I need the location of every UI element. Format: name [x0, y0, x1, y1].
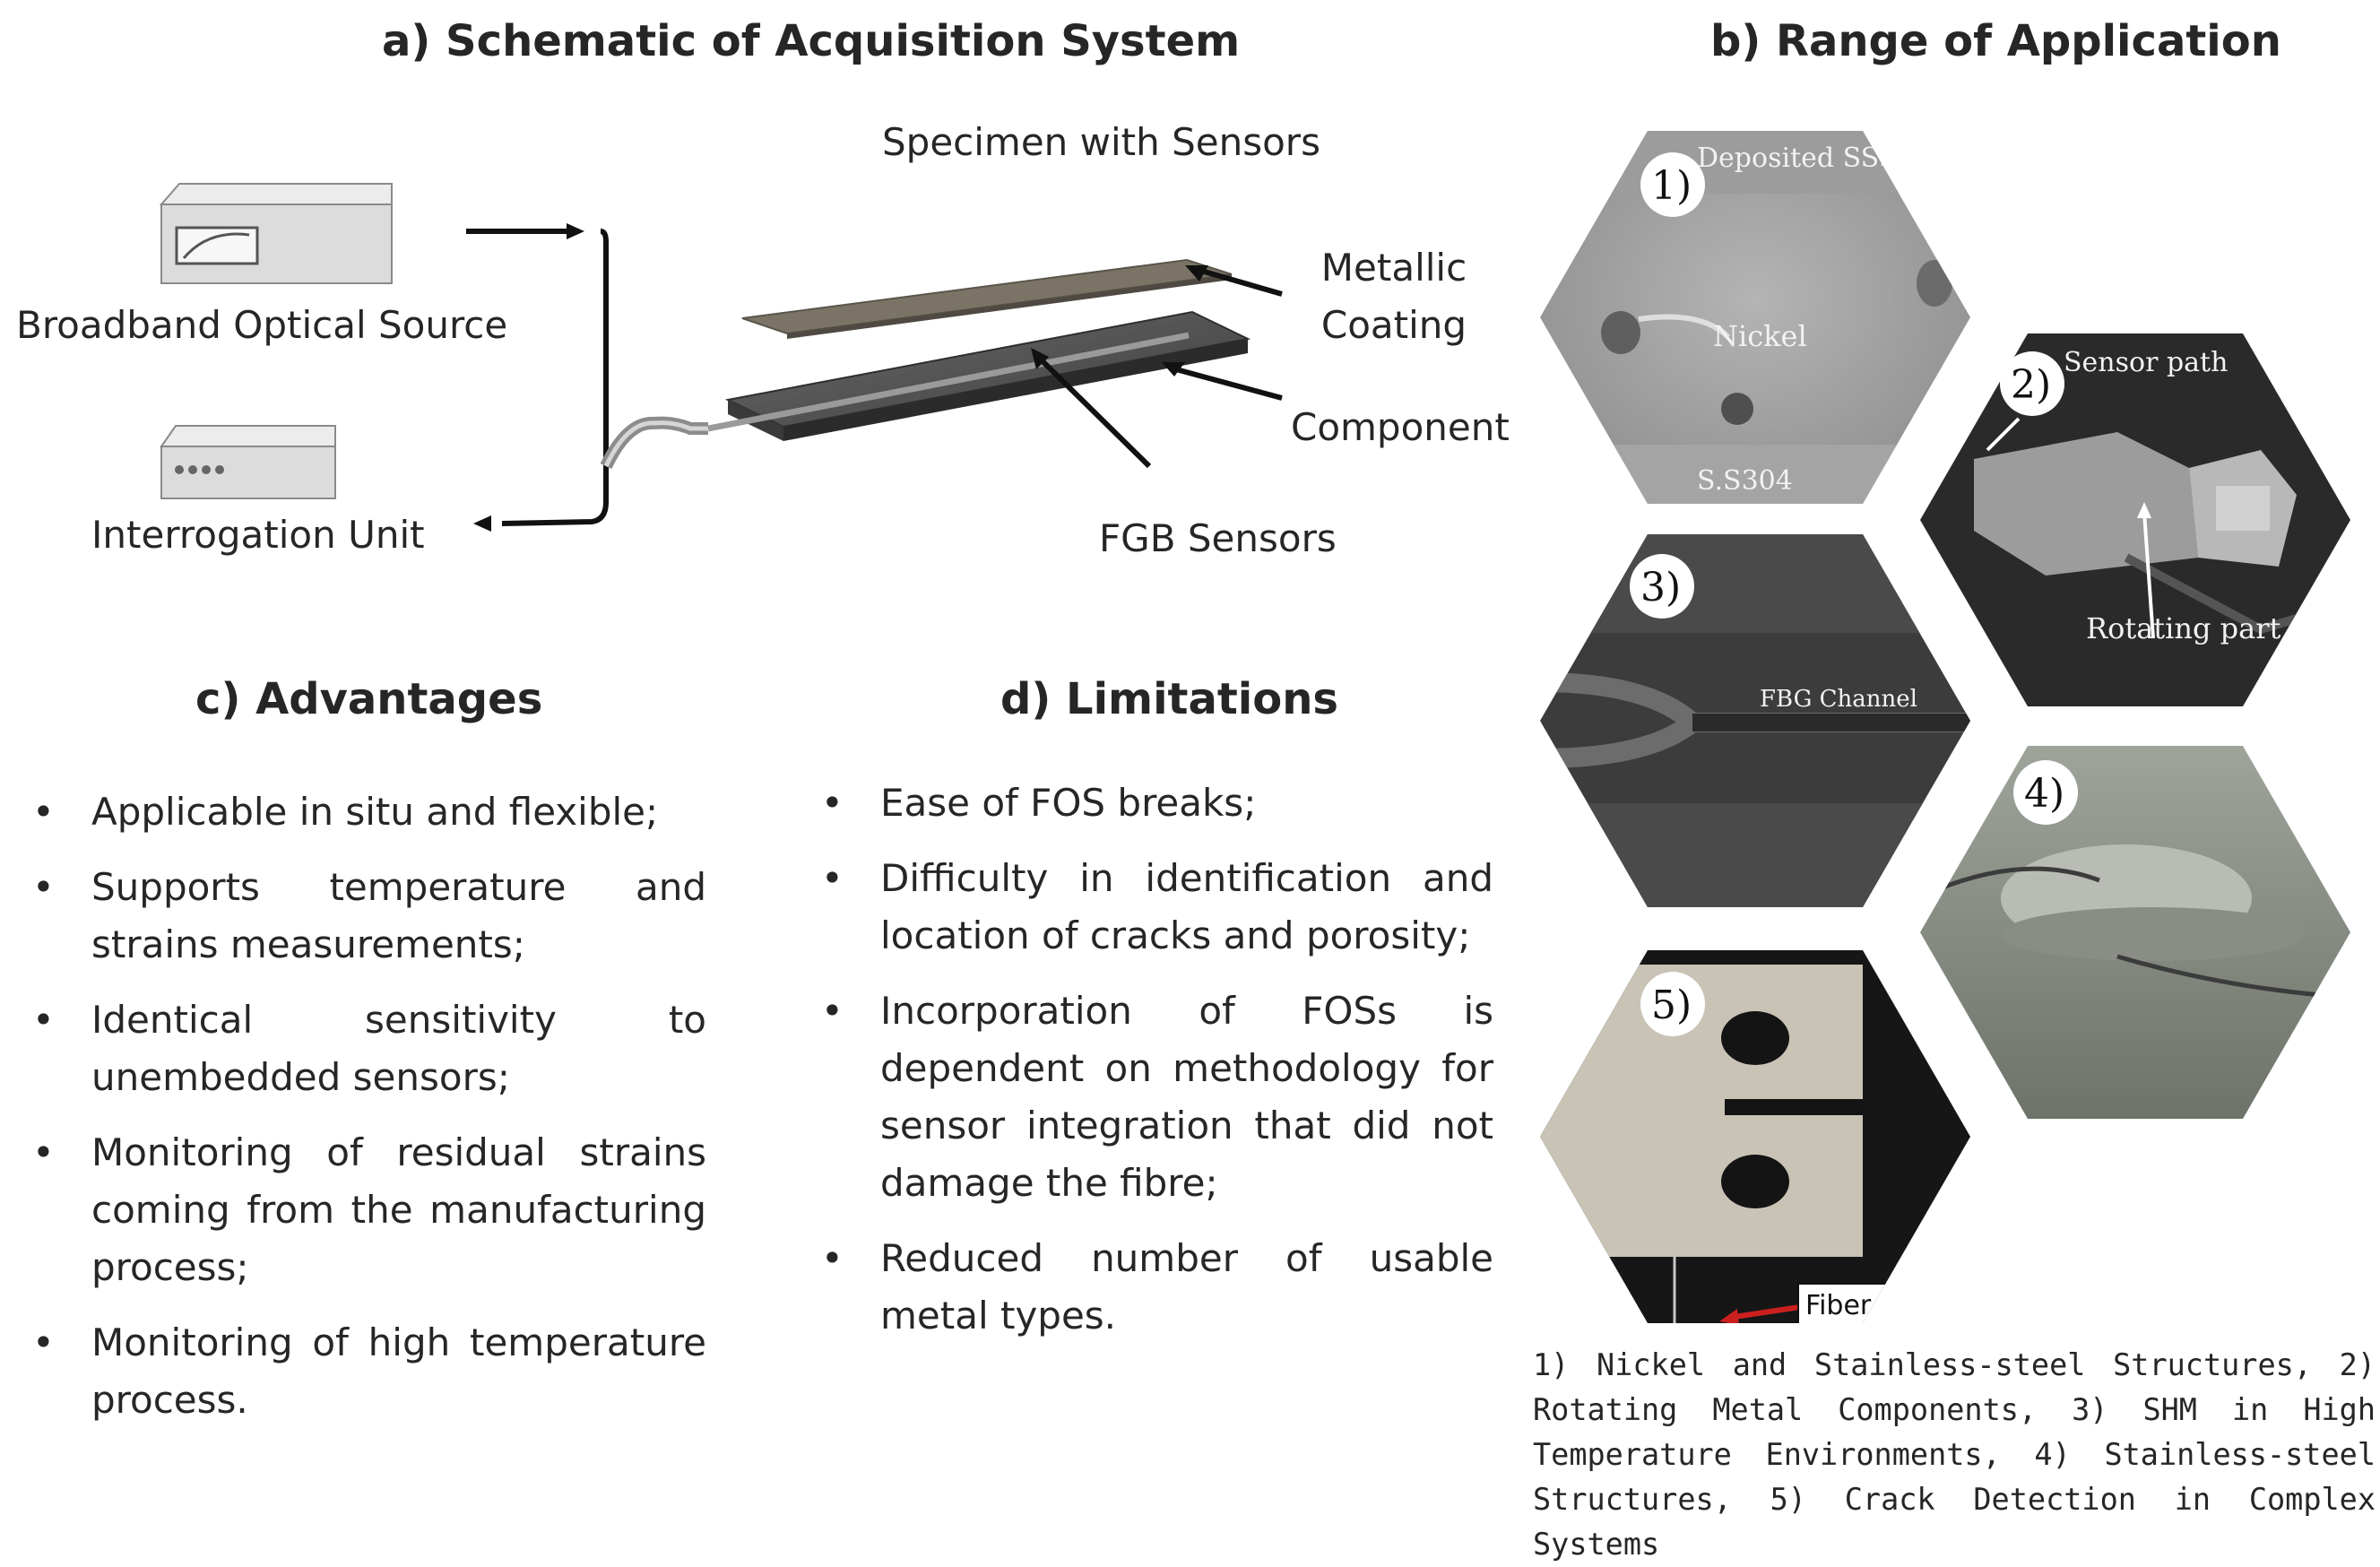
application-image-3: FBG Channel 3): [1540, 534, 1970, 907]
panel-c-title: c) Advantages: [195, 674, 543, 724]
optical-source-device: [159, 183, 393, 284]
limitation-item: •Ease of FOS breaks;: [821, 781, 1257, 825]
advantage-item: •Applicable in situ and flexible;: [32, 790, 659, 834]
specimen-label: Specimen with Sensors: [882, 120, 1320, 164]
img2-number-badge: [2000, 351, 2064, 416]
img5-number: 5): [1651, 983, 1692, 1028]
application-image-1: Deposited SS316L Nickel S.S304 1): [1540, 131, 1970, 504]
interrogation-device: [160, 425, 336, 499]
img4-number: 4): [2024, 771, 2064, 817]
limitation-item: •Difficulty in identification and locati…: [821, 856, 1493, 957]
img1-text-ss304: S.S304: [1697, 465, 1793, 497]
img5-number-badge: [1640, 972, 1705, 1036]
img3-text-fbg-channel: FBG Channel: [1760, 686, 1917, 713]
limitations-list: •Ease of FOS breaks; •Difficulty in iden…: [807, 775, 1493, 1363]
img2-number: 2): [2011, 362, 2051, 408]
img5-text-fiber: Fiber: [1805, 1290, 1872, 1321]
img1-text-deposited: Deposited SS316L: [1697, 143, 1948, 174]
signal-arrows: [466, 229, 609, 526]
interrogation-label: Interrogation Unit: [91, 513, 425, 557]
limitation-item: •Incorporation of FOSs is dependent on m…: [821, 989, 1493, 1205]
img2-text-rotating-part: Rotating part: [2086, 611, 2281, 645]
img3-number-badge: [1630, 554, 1694, 619]
img4-number-badge: [2013, 760, 2078, 825]
component-label: Component: [1291, 405, 1510, 449]
fbg-fiber: [707, 332, 1190, 432]
coating-label-line2: Coating: [1320, 303, 1467, 347]
specimen-3d: [707, 258, 1251, 441]
coating-label-line1: Metallic: [1320, 246, 1467, 290]
advantage-item: •Identical sensitivity to unembedded sen…: [32, 998, 706, 1099]
advantage-item: •Monitoring of residual strains coming f…: [32, 1130, 706, 1289]
panel-d-title: d) Limitations: [1000, 674, 1338, 724]
img1-text-nickel: Nickel: [1713, 319, 1807, 353]
img1-number-badge: [1640, 152, 1705, 217]
fgb-label: FGB Sensors: [1099, 516, 1337, 560]
advantages-list: •Applicable in situ and flexible; •Suppo…: [18, 784, 706, 1447]
acquisition-schematic: [159, 183, 1283, 532]
img2-text-sensor-path: Sensor path: [2064, 347, 2228, 378]
application-image-4: 4): [1920, 746, 2350, 1119]
limitation-item: •Reduced number of usable metal types.: [821, 1236, 1493, 1338]
img3-number: 3): [1640, 565, 1681, 610]
panel-b-caption: 1) Nickel and Stainless-steel Structures…: [1533, 1347, 2376, 1562]
arrow-head-to-interrogation: [473, 515, 491, 532]
advantage-item: •Monitoring of high temperature process.: [32, 1320, 706, 1422]
application-image-2: Sensor path Rotating part 2): [1920, 333, 2350, 706]
advantage-item: •Supports temperature and strains measur…: [32, 865, 706, 966]
panel-b-title: b) Range of Application: [1710, 16, 2281, 66]
panel-a-title: a) Schematic of Acquisition System: [382, 16, 1241, 66]
img1-number: 1): [1651, 163, 1692, 209]
pointer-lines: [1035, 268, 1283, 469]
source-label: Broadband Optical Source: [16, 303, 508, 347]
arrow-head-to-specimen: [567, 223, 584, 239]
application-image-5: Fiber 5): [1540, 950, 1970, 1323]
